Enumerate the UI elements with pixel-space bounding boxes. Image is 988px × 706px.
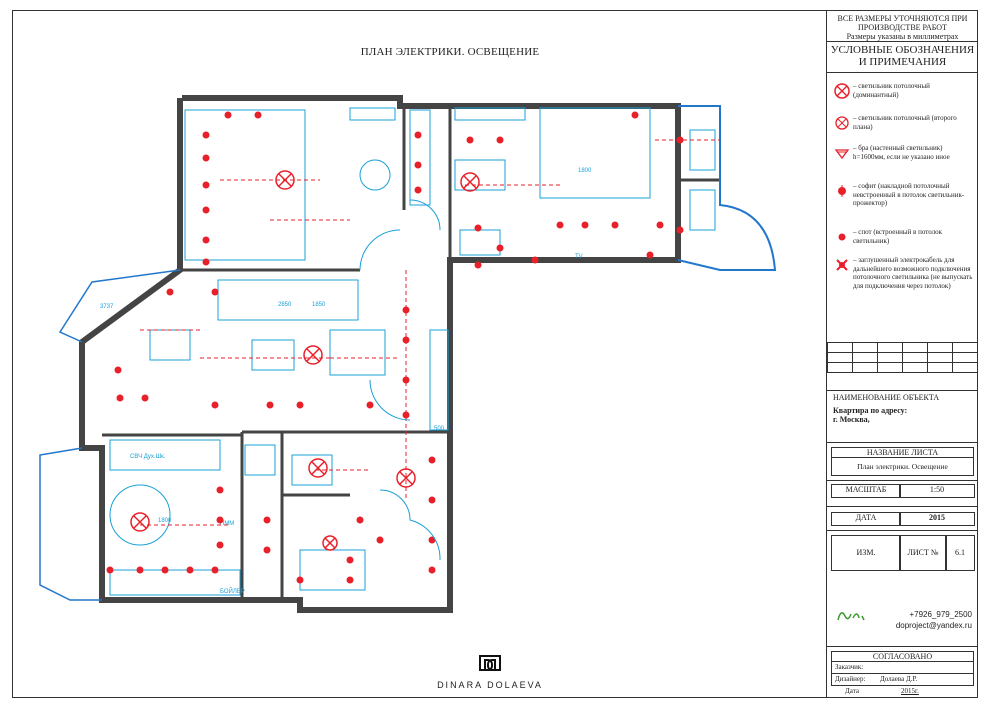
scale-value: 1:50	[899, 484, 975, 498]
date2-label: Дата	[845, 687, 859, 695]
kitchen-table-label: 1800	[158, 518, 172, 524]
ceiling-light-dominant-icon	[834, 83, 850, 99]
furniture	[109, 107, 716, 596]
window-dim-label: 3737	[100, 304, 114, 310]
cabinet-label: 500	[434, 426, 445, 432]
designer-row: Дизайнер: Долаева Д.Р.	[831, 674, 974, 686]
legend-text: – софит (накладной потолочный невстроенн…	[853, 182, 965, 208]
title-block: ВСЕ РАЗМЕРЫ УТОЧНЯЮТСЯ ПРИ ПРОИЗВОДСТВЕ …	[826, 10, 978, 698]
sheet-no-label: ЛИСТ №	[899, 535, 947, 571]
date2-row: Дата 2015г.	[831, 686, 974, 697]
legend-text: – бра (настенный светильник) h=1600мм, е…	[853, 144, 950, 161]
studio-logo: DINARA DOLAEVA	[400, 655, 580, 690]
note-line-3: Размеры указаны в миллиметрах	[846, 32, 959, 41]
object-label: НАИМЕНОВАНИЕ ОБЪЕКТА	[833, 393, 940, 402]
legend-text: – светильник потолочный (второго плана)	[853, 114, 957, 131]
designer-signature-logo	[837, 612, 865, 621]
logo-mark-icon	[479, 655, 501, 671]
washer-label: ПММ	[220, 521, 234, 527]
drawing-frame	[12, 10, 978, 698]
bay-window	[39, 269, 181, 601]
walls	[79, 95, 681, 613]
sheet-name-block: НАЗВАНИЕ ЛИСТА План электрики. Освещение	[827, 442, 978, 478]
sheet-name: План электрики. Освещение	[831, 458, 974, 476]
contact-block: +7926_979_2500 doproject@yandex.ru	[827, 600, 978, 644]
approval-block: СОГЛАСОВАНО Заказчик: Дизайнер: Долаева …	[827, 646, 978, 698]
legend-title-line-1: УСЛОВНЫЕ ОБОЗНАЧЕНИЯ	[830, 44, 975, 56]
sheet-name-label: НАЗВАНИЕ ЛИСТА	[831, 447, 974, 458]
date-label: ДАТА	[831, 512, 901, 526]
legend-text: – светильник потолочный (доминантный)	[853, 82, 930, 99]
lights-spots	[106, 111, 684, 584]
doors	[359, 199, 441, 561]
note-line-2: ПРОИЗВОДСТВЕ РАБОТ	[858, 23, 947, 32]
balcony	[677, 105, 777, 271]
scale-label: МАСШТАБ	[831, 484, 901, 498]
revision-grid	[827, 342, 978, 373]
surface-spot-icon	[838, 185, 846, 197]
date2-value: 2015г.	[901, 687, 919, 695]
designer-name: Долаева Д.Р.	[880, 675, 918, 683]
revision-label: ИЗМ.	[831, 535, 901, 571]
studio-name: DINARA DOLAEVA	[437, 680, 543, 690]
sheet-no-row: ИЗМ. ЛИСТ № 6.1	[827, 530, 978, 574]
date-row: ДАТА 2015	[827, 506, 978, 530]
phone: +7926_979_2500	[909, 610, 972, 619]
legend-title: УСЛОВНЫЕ ОБОЗНАЧЕНИЯ И ПРИМЕЧАНИЯ	[827, 42, 978, 73]
wall-sconce-icon	[834, 149, 850, 160]
note-line-1: ВСЕ РАЗМЕРЫ УТОЧНЯЮТСЯ ПРИ	[837, 14, 968, 23]
object-block: НАИМЕНОВАНИЕ ОБЪЕКТА Квартира по адресу:…	[827, 390, 978, 442]
sofa-width-label: 2850	[278, 302, 292, 308]
designer-label: Дизайнер:	[835, 675, 866, 683]
legend-title-line-2: И ПРИМЕЧАНИЯ	[858, 56, 947, 68]
appliance-label: СВЧ Дух.Шк.	[130, 454, 166, 460]
legend-text: – спот (встроенный в потолок светильник)	[853, 228, 943, 245]
recessed-spot-icon	[838, 233, 846, 241]
email: doproject@yandex.ru	[895, 621, 972, 630]
ceiling-light-secondary-icon	[835, 116, 849, 130]
floor-plan: 1800 2850 1850 3737 500 TV 1800 СВЧ Дух.…	[39, 95, 777, 613]
address-line-1: Квартира по адресу:	[833, 406, 908, 415]
sheet-no-value: 6.1	[945, 535, 975, 571]
legend-text: – заглушенный электрокабель для дальнейш…	[853, 256, 973, 290]
boiler-label: БОЙЛЕР	[220, 587, 245, 595]
tv-label: TV	[575, 254, 583, 260]
header-note: ВСЕ РАЗМЕРЫ УТОЧНЯЮТСЯ ПРИ ПРОИЗВОДСТВЕ …	[827, 10, 978, 42]
customer-label: Заказчик:	[831, 662, 974, 674]
lights-dominant	[130, 170, 480, 551]
date-value: 2015	[899, 512, 975, 526]
sofa-depth-label: 1850	[312, 302, 326, 308]
plan-title: ПЛАН ЭЛЕКТРИКИ. ОСВЕЩЕНИЕ	[360, 46, 540, 58]
address-line-2: г. Москва,	[833, 415, 870, 424]
bed-size-label: 1800	[578, 168, 592, 174]
cable-outlet-icon	[836, 259, 848, 271]
scale-row: МАСШТАБ 1:50	[827, 480, 978, 500]
interior-walls	[102, 106, 720, 600]
approved-label: СОГЛАСОВАНО	[831, 651, 974, 662]
